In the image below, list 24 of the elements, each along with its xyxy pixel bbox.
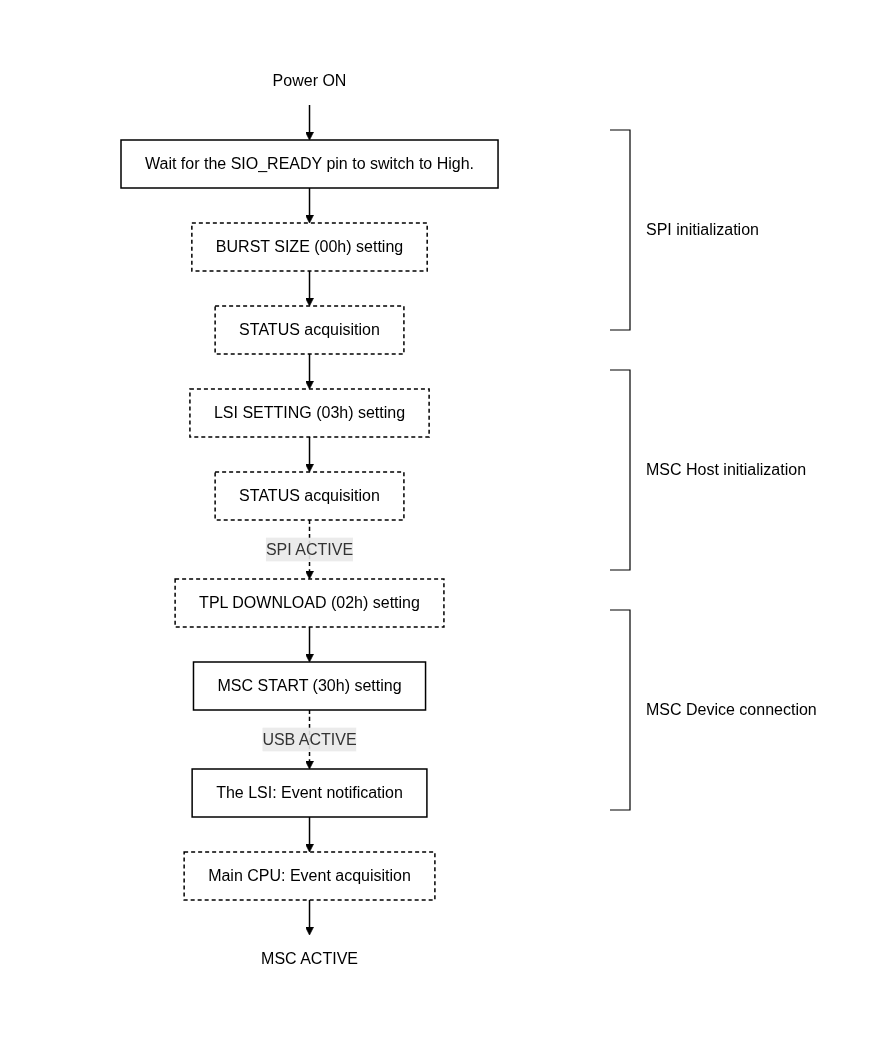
arrow — [305, 187, 315, 224]
node-box: STATUS acquisition — [214, 305, 406, 355]
node-box: LSI SETTING (03h) setting — [189, 388, 431, 438]
node-text: MSC ACTIVE — [261, 950, 359, 967]
node-box: Main CPU: Event acquisition — [183, 851, 437, 901]
node-box: TPL DOWNLOAD (02h) setting — [174, 578, 446, 628]
group-label: MSC Host initialization — [646, 461, 807, 479]
arrow — [305, 626, 315, 663]
arrow — [305, 104, 315, 141]
arrow — [305, 436, 315, 473]
arrow — [305, 816, 315, 853]
group-label: SPI initialization — [646, 221, 759, 239]
node-box: STATUS acquisition — [214, 471, 406, 521]
node-box: BURST SIZE (00h) setting — [191, 222, 429, 272]
node-text: Power ON — [273, 72, 347, 89]
node-box: The LSI: Event notification — [191, 768, 429, 818]
node-box: Wait for the SIO_READY pin to switch to High. — [120, 139, 500, 189]
node-box: MSC START (30h) setting — [193, 661, 427, 711]
arrow — [305, 899, 315, 936]
arrow — [305, 353, 315, 390]
group-label: MSC Device connection — [646, 701, 817, 719]
edge-label: SPI ACTIVE — [266, 540, 354, 558]
arrow — [305, 270, 315, 307]
edge-label: USB ACTIVE — [262, 730, 358, 748]
